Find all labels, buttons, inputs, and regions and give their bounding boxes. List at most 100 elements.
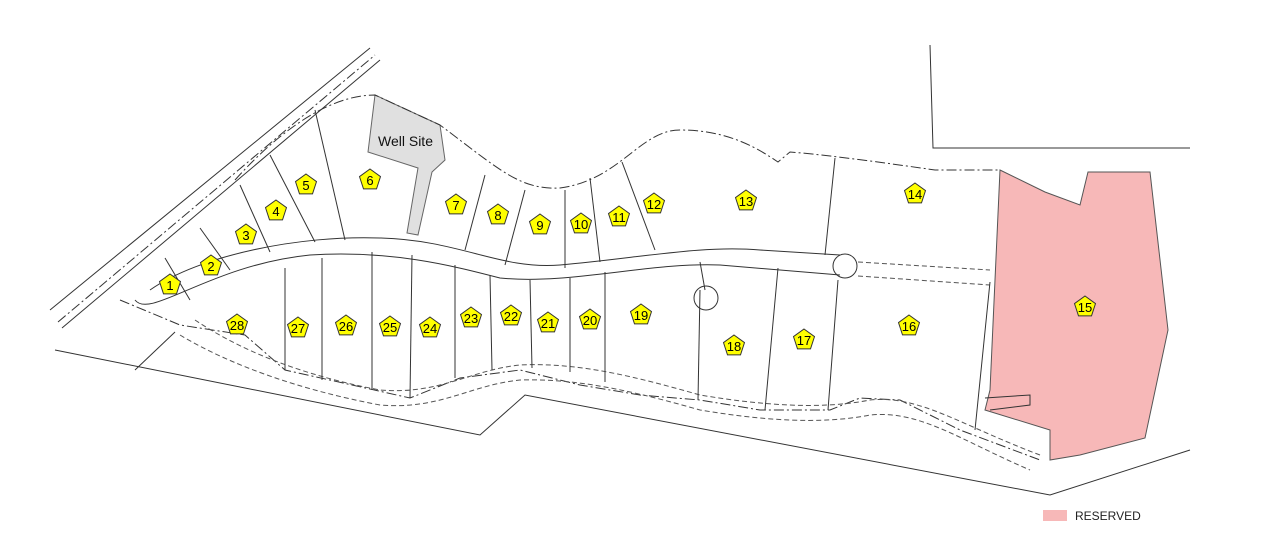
lot-number: 2	[207, 259, 214, 274]
lot-marker-19: 19	[629, 303, 653, 325]
lot-marker-shape	[294, 173, 318, 195]
lot-dividers-north	[164, 109, 836, 301]
lot-marker-shape	[642, 192, 666, 214]
lot-marker-1: 1	[158, 273, 182, 295]
reserved-notch	[984, 394, 1031, 411]
lot-number: 17	[797, 333, 811, 348]
lot-marker-10: 10	[569, 212, 593, 234]
legend-reserved-swatch	[1043, 510, 1067, 521]
lot-marker-20: 20	[578, 308, 602, 330]
lot-number: 11	[612, 210, 626, 225]
lot-number: 28	[230, 318, 244, 333]
lot-marker-shape	[903, 182, 927, 204]
lot-marker-4: 4	[264, 199, 288, 221]
lot-marker-27: 27	[286, 316, 310, 338]
lot-marker-25: 25	[378, 315, 402, 337]
lot-number: 6	[366, 173, 373, 188]
lot-marker-shape	[264, 199, 288, 221]
lot-number: 18	[727, 339, 741, 354]
lot-marker-23: 23	[459, 306, 483, 328]
lot-marker-21: 21	[536, 311, 560, 333]
lot-marker-12: 12	[642, 192, 666, 214]
lot-marker-9: 9	[528, 213, 552, 235]
lot-marker-shape	[722, 334, 746, 356]
lot-marker-shape	[897, 314, 921, 336]
lot-marker-24: 24	[418, 316, 442, 338]
lower-road-north-edge	[194, 319, 1041, 456]
lot-number: 25	[383, 320, 397, 335]
lot-marker-shape	[199, 254, 223, 276]
lot-number: 13	[739, 194, 753, 209]
lot-number: 22	[504, 309, 518, 324]
lot-marker-18: 18	[722, 334, 746, 356]
lot-marker-2: 2	[199, 254, 223, 276]
lot-marker-15: 15	[1073, 295, 1097, 317]
lot-marker-6: 6	[358, 168, 382, 190]
cul-de-sac-south-stem	[699, 261, 706, 291]
lot-number: 9	[536, 218, 543, 233]
parcel-line-east	[929, 44, 1190, 149]
lot-marker-shape	[459, 306, 483, 328]
lot-marker-shape	[792, 328, 816, 350]
lot-number: 26	[339, 319, 353, 334]
lot-number: 16	[902, 319, 916, 334]
lot-marker-8: 8	[486, 203, 510, 225]
parcel-line-nw-2	[57, 54, 376, 323]
lot-marker-17: 17	[792, 328, 816, 350]
lot-dividers-south	[284, 252, 991, 431]
lot-marker-shape	[444, 193, 468, 215]
lot-number: 27	[291, 321, 305, 336]
lot-marker-14: 14	[903, 182, 927, 204]
lower-road-south-edge	[179, 334, 1031, 471]
lot-marker-shape	[607, 205, 631, 227]
lot-marker-28: 28	[225, 313, 249, 335]
main-road-south-edge	[134, 253, 841, 305]
lot-marker-26: 26	[334, 314, 358, 336]
road-extension-east	[857, 261, 991, 286]
parcel-line-southwest	[134, 331, 176, 371]
lot-marker-shape	[378, 315, 402, 337]
lot-marker-13: 13	[734, 189, 758, 211]
parcel-line-nw-3	[61, 59, 381, 329]
lot-number: 21	[541, 316, 555, 331]
lot-number: 19	[634, 308, 648, 323]
lot-marker-5: 5	[294, 173, 318, 195]
north-boundary	[234, 94, 1000, 189]
lot-marker-shape	[629, 303, 653, 325]
lot-number: 10	[574, 217, 588, 232]
lot-number: 12	[647, 197, 661, 212]
lot-number: 1	[166, 278, 173, 293]
lot-number: 14	[908, 187, 922, 202]
lot-marker-shape	[334, 314, 358, 336]
lot-marker-22: 22	[499, 304, 523, 326]
lot-number: 3	[242, 228, 249, 243]
legend: RESERVED	[1043, 509, 1141, 523]
parcel-line-south	[54, 349, 1191, 496]
lot-number: 15	[1078, 300, 1092, 315]
cul-de-sac-south	[693, 285, 719, 311]
lot-marker-16: 16	[897, 314, 921, 336]
lot-number: 8	[494, 208, 501, 223]
lot-number: 7	[452, 198, 459, 213]
lot-number: 20	[583, 313, 597, 328]
lot-number: 4	[272, 204, 279, 219]
parcel-line-nw	[49, 47, 371, 311]
lot-marker-shape	[286, 316, 310, 338]
lot-marker-shape	[418, 316, 442, 338]
lot-marker-7: 7	[444, 193, 468, 215]
lot-marker-shape	[1073, 295, 1097, 317]
lot-number: 23	[464, 311, 478, 326]
lot-marker-shape	[158, 273, 182, 295]
lot-marker-shape	[499, 304, 523, 326]
main-road-north-edge	[149, 237, 841, 291]
well-site-area	[367, 94, 446, 236]
lot-marker-shape	[358, 168, 382, 190]
lot-marker-3: 3	[234, 223, 258, 245]
lot-marker-shape	[734, 189, 758, 211]
lot-marker-shape	[528, 213, 552, 235]
reserved-area	[984, 169, 1169, 461]
lot-marker-shape	[569, 212, 593, 234]
lot-marker-shape	[486, 203, 510, 225]
